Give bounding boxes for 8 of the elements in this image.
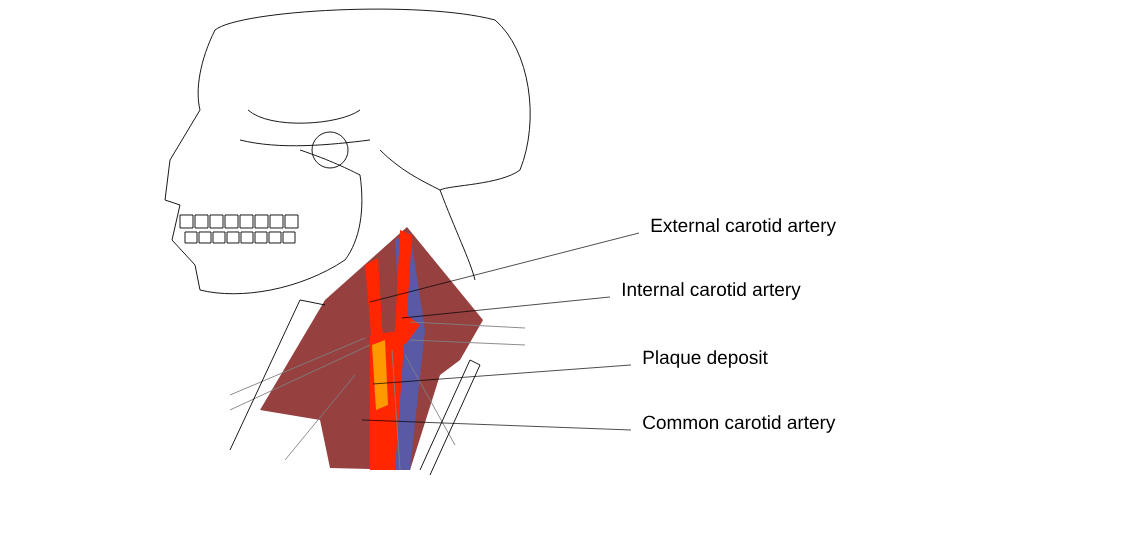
leader-line xyxy=(369,232,640,303)
label-text: Common carotid artery xyxy=(643,415,836,433)
label-text: Internal carotid artery xyxy=(622,282,801,300)
label-text: Plaque deposit xyxy=(643,350,768,368)
leader-line xyxy=(361,419,632,431)
leader-line xyxy=(372,364,632,385)
label-text: External carotid artery xyxy=(651,218,836,236)
leader-line xyxy=(401,296,611,319)
